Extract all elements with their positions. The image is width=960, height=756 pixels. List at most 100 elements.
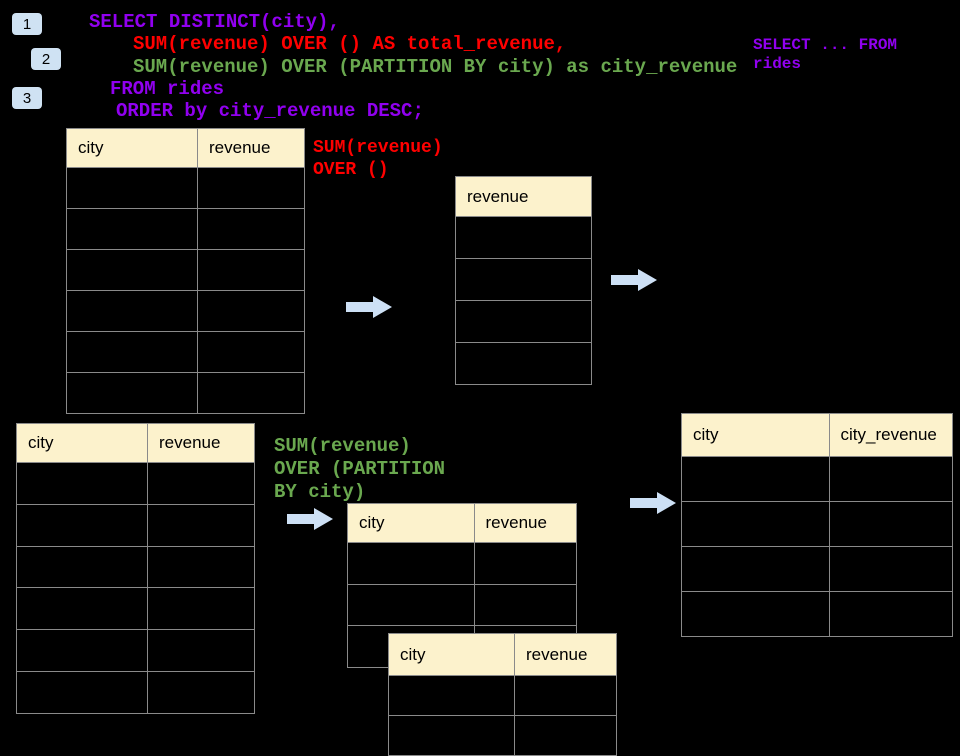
empty-cell	[473, 542, 577, 585]
label-total-revenue-line-1: SUM(revenue)	[313, 138, 443, 158]
table-row	[347, 583, 577, 627]
empty-cell	[197, 372, 305, 414]
empty-cell	[388, 715, 515, 756]
empty-cell	[66, 167, 198, 209]
sql-line-select: SELECT DISTINCT(city),	[89, 11, 340, 33]
table-row	[681, 456, 953, 502]
empty-cell	[455, 258, 592, 301]
table-row	[16, 462, 255, 505]
column-header-city: city	[681, 413, 830, 457]
empty-cell	[455, 342, 592, 385]
empty-cell	[197, 249, 305, 291]
sql-line-partition: SUM(revenue) OVER (PARTITION BY city) as…	[133, 56, 738, 78]
table-row	[455, 300, 592, 343]
empty-cell	[147, 629, 255, 672]
column-header-revenue: revenue	[147, 423, 255, 463]
side-note-line-2: rides	[753, 55, 802, 73]
empty-cell	[347, 583, 475, 627]
column-header-revenue: revenue	[514, 633, 617, 676]
table-row	[66, 167, 305, 209]
table-row	[16, 670, 255, 714]
empty-cell	[388, 675, 515, 716]
table-row	[16, 545, 255, 589]
table-row	[681, 501, 953, 547]
total-revenue-result-table: revenue	[455, 176, 592, 385]
table-row	[66, 290, 305, 332]
empty-cell	[828, 456, 953, 502]
empty-cell	[147, 545, 255, 589]
sql-line-order-by: ORDER by city_revenue DESC;	[116, 100, 424, 122]
label-total-revenue-line-2: OVER ()	[313, 160, 389, 180]
table-row	[66, 331, 305, 373]
table-row	[66, 208, 305, 250]
table-row	[681, 591, 953, 637]
empty-cell	[147, 587, 255, 631]
empty-cell	[455, 216, 592, 259]
column-header-city: city	[388, 633, 515, 676]
table-row	[66, 372, 305, 414]
flow-arrow-icon-3	[287, 508, 333, 530]
empty-cell	[16, 545, 148, 589]
table-row	[681, 546, 953, 592]
sql-line-from: FROM rides	[110, 78, 225, 100]
column-header-city: city	[16, 423, 148, 463]
empty-cell	[16, 670, 148, 714]
empty-cell	[66, 290, 198, 332]
table-row	[388, 715, 617, 756]
empty-cell	[514, 715, 617, 756]
empty-cell	[681, 591, 830, 637]
column-header-city: city	[347, 503, 475, 543]
empty-cell	[197, 208, 305, 250]
column-header-revenue: revenue	[455, 176, 592, 217]
empty-cell	[828, 546, 953, 592]
table-row	[16, 587, 255, 631]
step-badge-2: 2	[31, 48, 61, 70]
table-row	[455, 342, 592, 385]
table-row	[388, 675, 617, 716]
empty-cell	[197, 331, 305, 373]
header-row: revenue	[455, 176, 592, 217]
table-row	[16, 503, 255, 547]
empty-cell	[473, 583, 577, 627]
column-header-revenue: revenue	[473, 503, 577, 543]
label-partition-line-2: OVER (PARTITION	[274, 458, 446, 480]
empty-cell	[197, 167, 305, 209]
column-header-city_revenue: city_revenue	[828, 413, 953, 457]
flow-arrow-icon-4	[630, 492, 676, 514]
side-note-line-1: SELECT ... FROM	[753, 36, 898, 54]
empty-cell	[66, 208, 198, 250]
slide-canvas: { "colors": { "purple": "#9100F0", "red"…	[12, 11, 953, 756]
table-row	[66, 249, 305, 291]
flow-arrow-icon-1	[346, 296, 392, 318]
column-header-city: city	[66, 128, 198, 168]
empty-cell	[16, 629, 148, 672]
flow-arrow-icon-2	[611, 269, 657, 291]
label-partition-line-3: BY city)	[274, 481, 366, 503]
empty-cell	[681, 501, 830, 547]
empty-cell	[147, 462, 255, 505]
empty-cell	[66, 249, 198, 291]
table-row	[455, 258, 592, 301]
empty-cell	[347, 542, 475, 585]
step-badge-3: 3	[12, 87, 42, 109]
table-row	[347, 542, 577, 585]
empty-cell	[16, 462, 148, 505]
table-row	[16, 629, 255, 672]
empty-cell	[147, 670, 255, 714]
empty-cell	[147, 503, 255, 547]
label-partition-line-1: SUM(revenue)	[274, 435, 411, 457]
empty-cell	[66, 372, 198, 414]
step-badge-1: 1	[12, 13, 42, 35]
column-header-revenue: revenue	[197, 128, 305, 168]
empty-cell	[514, 675, 617, 716]
sql-line-sum-over: SUM(revenue) OVER () AS total_revenue,	[133, 33, 567, 55]
